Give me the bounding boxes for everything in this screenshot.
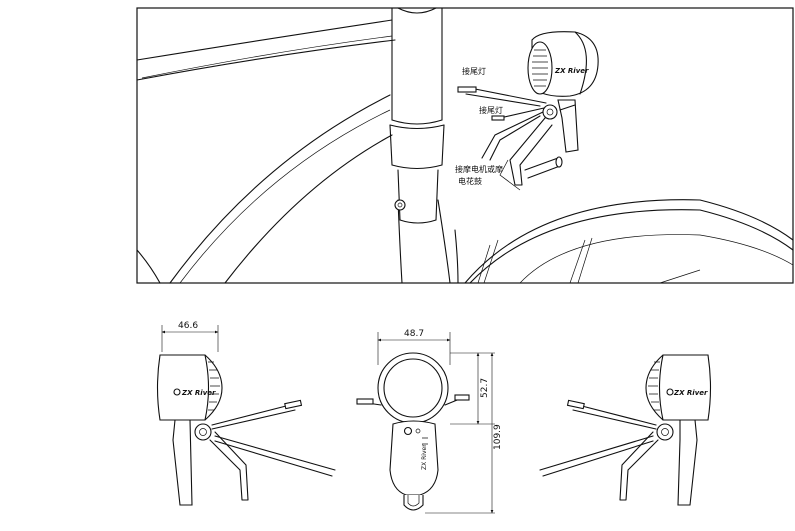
cables-top bbox=[457, 86, 547, 161]
dim-front-width: 48.7 bbox=[377, 329, 451, 365]
frame-curve bbox=[136, 249, 161, 284]
assembly-frame bbox=[136, 7, 794, 284]
brand-logo-front: ZX River bbox=[421, 444, 428, 470]
fork-bolt bbox=[394, 199, 406, 211]
assembly-view: ZX River 接尾灯 接尾灯 接摩电机或摩 电花鼓 bbox=[136, 7, 794, 284]
frame-top-tube bbox=[136, 19, 396, 81]
frame-down-tube bbox=[169, 94, 393, 284]
brand-logo-left: ZX River bbox=[181, 389, 216, 397]
brand-logo-right: ZX River bbox=[673, 389, 708, 397]
side-view-right: ZX River bbox=[539, 354, 712, 506]
callout-tail-light-mid: 接尾灯 bbox=[479, 105, 503, 115]
dim-label-46-6: 46.6 bbox=[178, 321, 198, 331]
callout-motor-line1: 接摩电机或摩 bbox=[455, 164, 503, 174]
side-view-left: 46.6 ZX River bbox=[156, 321, 336, 506]
dim-left-width: 46.6 bbox=[161, 321, 219, 352]
brand-logo-top: ZX River bbox=[554, 67, 589, 75]
fork bbox=[397, 199, 459, 284]
front-wheel bbox=[464, 199, 794, 284]
dim-label-109-9: 109.9 bbox=[493, 424, 503, 450]
dim-label-52-7: 52.7 bbox=[480, 378, 490, 398]
headlight-assembly-top: ZX River bbox=[499, 31, 599, 191]
head-tube bbox=[389, 7, 445, 224]
front-view: 48.7 ZX River 52.7 109.9 bbox=[356, 329, 503, 514]
dim-front-heights: 52.7 109.9 bbox=[425, 352, 503, 514]
callout-motor-line2: 电花鼓 bbox=[458, 176, 482, 186]
dim-label-48-7: 48.7 bbox=[404, 329, 424, 339]
callout-tail-light-top: 接尾灯 bbox=[462, 66, 486, 76]
